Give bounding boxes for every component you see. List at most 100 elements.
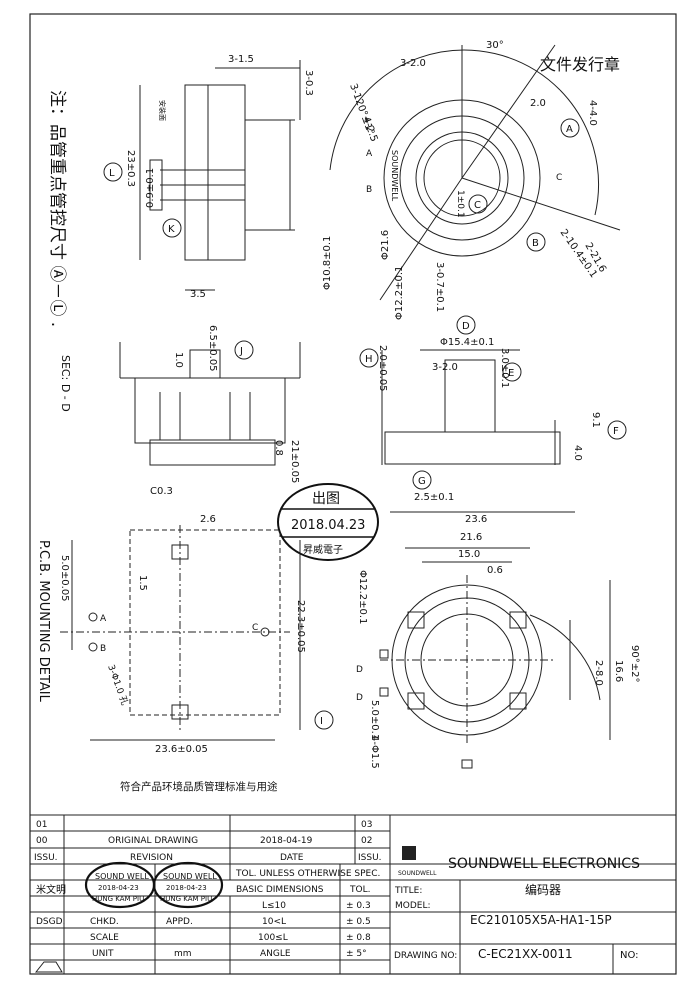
rev-desc-original: ORIGINAL DRAWING [108, 836, 198, 846]
dim-30deg: 30° [486, 40, 504, 51]
balloon-F: F [613, 426, 619, 437]
dim-phi12.2: Φ12.2±0.1 [394, 266, 405, 320]
tol-val-1: ± 0.3 [346, 901, 371, 911]
basic-dims: BASIC DIMENSIONS [236, 885, 324, 895]
date-stamp-bottom: 昇威電子 [303, 543, 343, 556]
dim-2.5: 2.5±0.1 [414, 492, 454, 503]
tol-val-4: ± 5° [346, 949, 367, 959]
dim-5.0-pcb: 5.0±0.05 [59, 555, 70, 602]
dim-3-2.0: 3-2.0 [400, 58, 426, 69]
dim-3-1.5: 3-1.5 [228, 54, 254, 65]
no-label: NO: [620, 950, 639, 961]
label-scale: SCALE [90, 933, 119, 943]
dim-phi12.2-bottom: Φ12.2±0.1 [357, 570, 368, 624]
col-issu: ISSU. [34, 853, 58, 863]
dim-2.0-front: 2.0±0.05 [377, 345, 388, 392]
tol-range-3: 100≤L [258, 933, 288, 943]
balloon-I: I [320, 716, 323, 727]
dim-4-phi1.5: 4-Φ1.5 [369, 735, 380, 769]
dim-23.6: 23.6 [465, 514, 487, 525]
col-issu2: ISSU. [358, 853, 382, 863]
dim-5.0-bottom: 5.0±0.1 [369, 700, 380, 740]
dim-21: 21±0.05 [289, 440, 300, 483]
dim-1: 1±0.1 [455, 190, 465, 218]
dim-6.5: 6.5±0.05 [207, 325, 218, 372]
label-B: B [366, 185, 372, 195]
dim-3-0.7: 3-0.7±0.1 [434, 262, 445, 312]
dim-1.5-pcb: 1.5 [137, 575, 148, 591]
balloon-K: K [168, 224, 175, 235]
balloon-A: A [566, 124, 573, 135]
section-label: SEC: D - D [59, 355, 72, 412]
tol-range-4: ANGLE [260, 949, 291, 959]
date-stamp-date: 2018.04.23 [291, 518, 365, 533]
dim-phi15.4: Φ15.4±0.1 [440, 337, 494, 348]
stamp2-line2: HUNG KAM PIU [160, 895, 212, 903]
label-unit: UNIT [92, 949, 114, 959]
label-appd: APPD. [166, 917, 193, 927]
title-block [29, 814, 677, 975]
dim-21.6: 21.6 [460, 532, 482, 543]
dim-90deg: 90°±2° [629, 645, 640, 682]
rev-code2-03: 03 [361, 820, 372, 830]
label-chkd: CHKD. [90, 917, 119, 927]
dim-16.6: 16.6 [613, 660, 624, 682]
dim-2.0: 2.0 [530, 98, 546, 109]
dim-3.0: 3.0±0.1 [499, 348, 510, 388]
label-unit-val: mm [174, 949, 192, 959]
logo-text: SOUNDWELL [398, 870, 437, 877]
tol-label: TOL. [349, 885, 370, 895]
tol-val-3: ± 0.8 [346, 933, 371, 943]
company-logo: SOUNDWELL [398, 846, 437, 877]
tol-val-2: ± 0.5 [346, 917, 371, 927]
approval-stamp-2: SOUND WELL 2018-04-23 HUNG KAM PIU [152, 861, 224, 909]
dim-4.0: 4.0 [572, 445, 583, 461]
dim-2.6: 2.6 [200, 514, 216, 525]
date-stamp-top: 出图 [312, 491, 340, 507]
company-name: SOUNDWELL ELECTRONICS [448, 856, 640, 872]
dim-1.0: 1.0 [173, 352, 184, 368]
rev-date-original: 2018-04-19 [260, 836, 313, 846]
title-value: 编码器 [525, 882, 561, 897]
rev-code-01: 01 [36, 820, 47, 830]
col-revision: REVISION [130, 853, 173, 863]
balloon-C: C [474, 200, 481, 211]
label-C: C [556, 173, 562, 183]
label-A: A [366, 149, 373, 159]
rev-code2-02: 02 [361, 836, 372, 846]
dim-0.6: 0.6 [487, 565, 503, 576]
dim-22.3: 22.3±0.05 [295, 600, 306, 653]
balloon-G: G [418, 476, 426, 487]
tol-range-2: 10<L [262, 917, 286, 927]
brand-mark: SOUNDWELL [390, 150, 399, 202]
bottom-label-D2: D [356, 693, 363, 703]
pcb-detail [60, 525, 334, 741]
dim-9.1: 9.1 [590, 412, 601, 428]
balloon-D: D [462, 321, 470, 332]
dim-3-phi1.0: 3-Φ1.0 孔 [105, 663, 130, 706]
dim-3-2.0-front: 3-2.0 [432, 362, 458, 373]
title-label: TITLE: [394, 886, 422, 896]
quality-note: 注：品管重点管控尺寸 Ⓐ－Ⓛ . [47, 90, 67, 327]
pcb-title: P.C.B. MOUNTING DETAIL [36, 540, 51, 703]
top-view [329, 44, 621, 301]
front-view [359, 315, 627, 513]
tol-range-1: L≤10 [262, 901, 286, 911]
approval-stamp-1: SOUND WELL 2018-04-23 HUNG KAM PIU [84, 861, 156, 909]
balloon-J: J [239, 346, 243, 357]
bottom-view [379, 547, 611, 769]
dim-15.0: 15.0 [458, 549, 480, 560]
drawn-by: 米文明 [36, 883, 66, 896]
balloon-E: E [508, 368, 514, 379]
stamp2-line1: SOUND WELL [163, 872, 217, 881]
drawing-no-value: C-EC21XX-0011 [478, 947, 573, 961]
date-stamp: 出图 2018.04.23 昇威電子 [277, 483, 379, 561]
stamp2-date: 2018-04-23 [166, 884, 207, 892]
balloon-L: L [109, 168, 115, 179]
dim-C0.3: C0.3 [150, 486, 173, 497]
dim-phi21.6: Φ21.6 [380, 230, 391, 260]
section-view [119, 340, 301, 466]
side-view [103, 60, 301, 291]
release-stamp: 文件发行章 [540, 55, 620, 74]
